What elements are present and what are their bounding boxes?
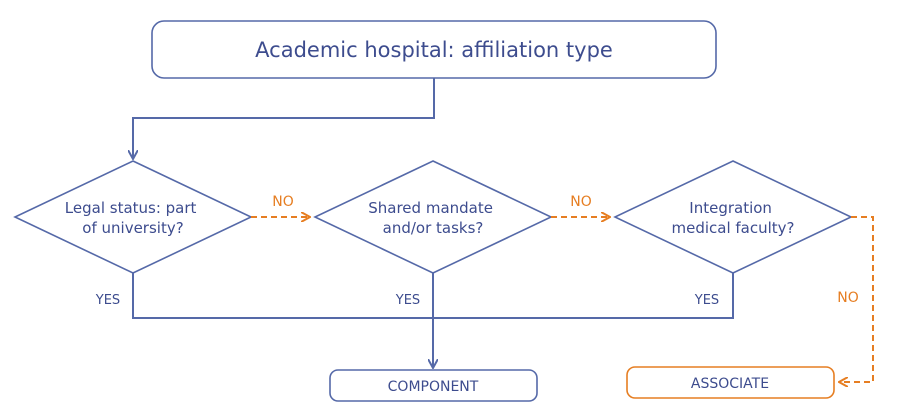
no-label-2: NO [570, 194, 592, 210]
no-label-1: NO [272, 194, 294, 210]
no-arrow-3 [840, 216, 874, 382]
yes-label-3: YES [694, 293, 719, 308]
decision-shared-mandate-line2: and/or tasks? [383, 219, 484, 237]
svg-text:Integration medical facult: Integration medical faculty? [671, 199, 794, 237]
svg-text:Shared mandate and/or task: Shared mandate and/or tasks? [368, 199, 498, 237]
yes-connector-3 [433, 273, 734, 319]
decision-legal-status [13, 160, 253, 274]
associate-label: ASSOCIATE [691, 376, 769, 392]
title-to-decision-connector [133, 78, 435, 158]
decision-legal-status-line1: Legal status: part [65, 199, 197, 217]
component-box [329, 369, 538, 402]
associate-box [626, 366, 835, 399]
decision-integration-line2: medical faculty? [671, 219, 794, 237]
component-label: COMPONENT [388, 379, 479, 395]
decision-shared-mandate [313, 160, 553, 274]
decision-legal-status-line2: of university? [82, 219, 183, 237]
title-text: Academic hospital: affiliation type [255, 38, 613, 62]
yes-label-2: YES [395, 293, 420, 308]
yes-label-1: YES [95, 293, 120, 308]
decision-shared-mandate-line1: Shared mandate [368, 199, 493, 217]
no-label-3: NO [837, 290, 859, 306]
svg-text:Legal status: part of univ: Legal status: part of university? [65, 199, 201, 237]
decision-integration-line1: Integration [689, 199, 772, 217]
decision-integration [613, 160, 853, 274]
yes-connector-1 [132, 273, 433, 319]
